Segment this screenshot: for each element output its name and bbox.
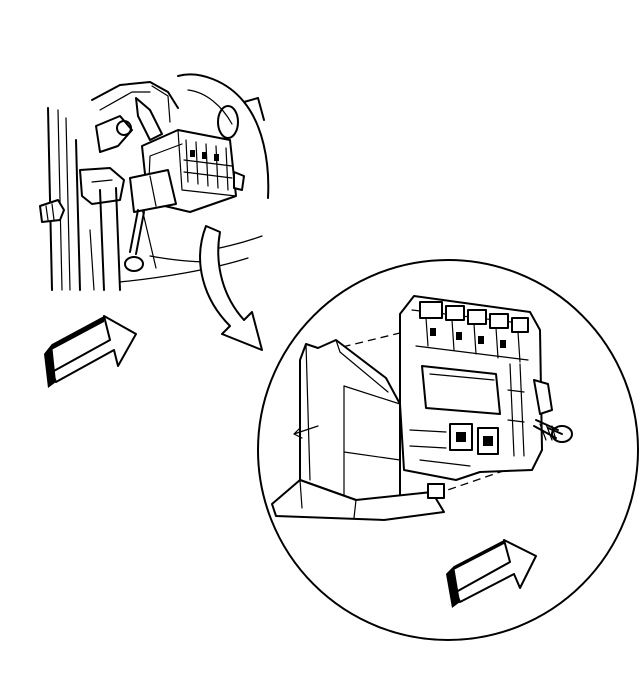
fuse-block-mounted: [129, 129, 245, 213]
wiring-harness: [124, 209, 145, 272]
retaining-bolt: [533, 419, 573, 443]
vehicle-interior-kick-panel-area: [39, 73, 270, 291]
detail-magnifier-circle: [257, 259, 639, 641]
front-of-vehicle-arrow-right: [446, 539, 537, 608]
front-of-vehicle-arrow-left: [44, 315, 137, 388]
curved-callout-arrow: [199, 225, 263, 351]
junction-block-detail: [271, 295, 553, 521]
